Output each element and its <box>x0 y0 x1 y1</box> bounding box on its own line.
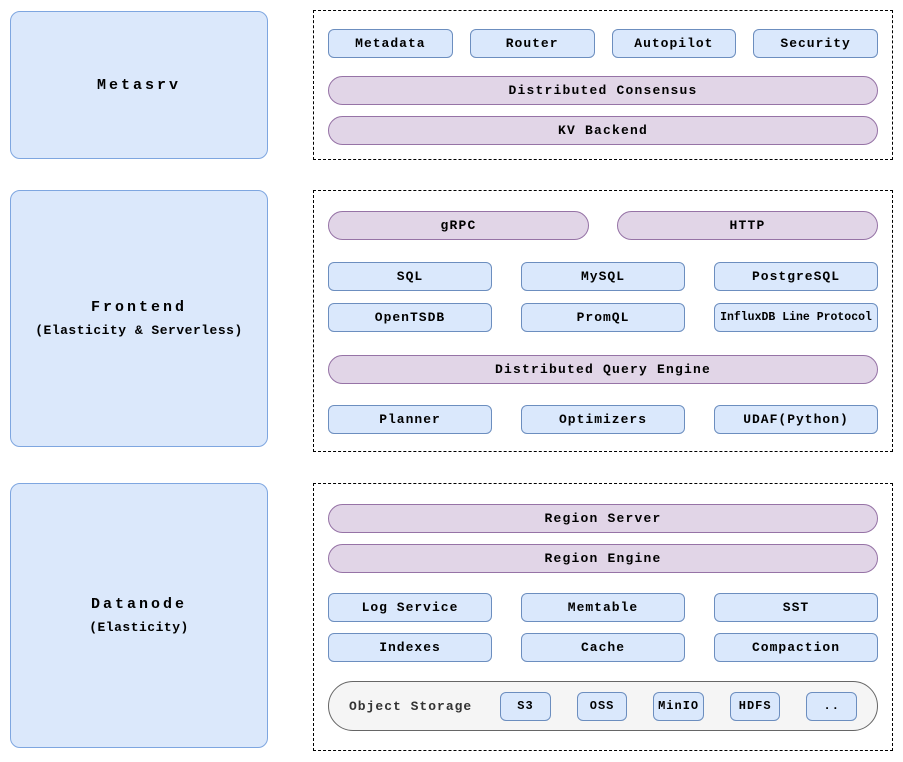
metasrv-chip-row: Metadata Router Autopilot Security <box>328 29 878 58</box>
frontend-planner-row: Planner Optimizers UDAF(Python) <box>328 405 878 434</box>
chip-influxdb-line-protocol: InfluxDB Line Protocol <box>714 303 878 332</box>
chip-security: Security <box>753 29 878 58</box>
chip-postgresql: PostgreSQL <box>714 262 878 291</box>
chip-sst: SST <box>714 593 878 622</box>
chip-autopilot: Autopilot <box>611 29 737 58</box>
metasrv-panel: Metasrv <box>10 11 268 159</box>
chip-compaction: Compaction <box>714 633 878 662</box>
chip-planner: Planner <box>328 405 492 434</box>
frontend-group: gRPC HTTP SQL MySQL PostgreSQL OpenTSDB … <box>313 190 893 452</box>
metasrv-group: Metadata Router Autopilot Security Distr… <box>313 10 893 160</box>
pill-region-engine: Region Engine <box>328 544 878 573</box>
datanode-group: Region Server Region Engine Log Service … <box>313 483 893 751</box>
frontend-tsdb-row: OpenTSDB PromQL InfluxDB Line Protocol <box>328 303 878 332</box>
object-storage-label: Object Storage <box>349 698 473 714</box>
chip-optimizers: Optimizers <box>521 405 685 434</box>
datanode-log-row: Log Service Memtable SST <box>328 593 878 622</box>
chip-minio: MinIO <box>653 691 704 721</box>
chip-ellipsis: .. <box>806 691 858 721</box>
chip-metadata: Metadata <box>328 29 453 58</box>
chip-mysql: MySQL <box>521 262 685 291</box>
object-storage-bar: Object Storage S3 OSS MinIO HDFS .. <box>328 681 878 731</box>
chip-promql: PromQL <box>521 303 685 332</box>
datanode-subtitle: (Elasticity) <box>89 620 189 635</box>
frontend-subtitle: (Elasticity & Serverless) <box>35 323 243 338</box>
pill-distributed-consensus: Distributed Consensus <box>328 76 878 105</box>
pill-distributed-query-engine: Distributed Query Engine <box>328 355 878 384</box>
chip-cache: Cache <box>521 633 685 662</box>
chip-s3: S3 <box>500 691 551 721</box>
pill-kv-backend: KV Backend <box>328 116 878 145</box>
datanode-panel: Datanode (Elasticity) <box>10 483 268 748</box>
chip-hdfs: HDFS <box>729 691 781 721</box>
frontend-protocol-row: gRPC HTTP <box>328 211 878 240</box>
pill-region-server: Region Server <box>328 504 878 533</box>
datanode-indexes-row: Indexes Cache Compaction <box>328 633 878 662</box>
frontend-sql-row: SQL MySQL PostgreSQL <box>328 262 878 291</box>
pill-grpc: gRPC <box>328 211 589 240</box>
chip-router: Router <box>469 29 595 58</box>
chip-udaf-python: UDAF(Python) <box>714 405 878 434</box>
frontend-panel: Frontend (Elasticity & Serverless) <box>10 190 268 447</box>
chip-indexes: Indexes <box>328 633 492 662</box>
frontend-title: Frontend <box>90 299 187 316</box>
datanode-title: Datanode <box>90 596 187 613</box>
chip-opentsdb: OpenTSDB <box>328 303 492 332</box>
metasrv-title: Metasrv <box>96 76 181 94</box>
chip-log-service: Log Service <box>328 593 492 622</box>
chip-memtable: Memtable <box>521 593 685 622</box>
chip-oss: OSS <box>576 691 628 721</box>
chip-sql: SQL <box>328 262 492 291</box>
pill-http: HTTP <box>617 211 878 240</box>
